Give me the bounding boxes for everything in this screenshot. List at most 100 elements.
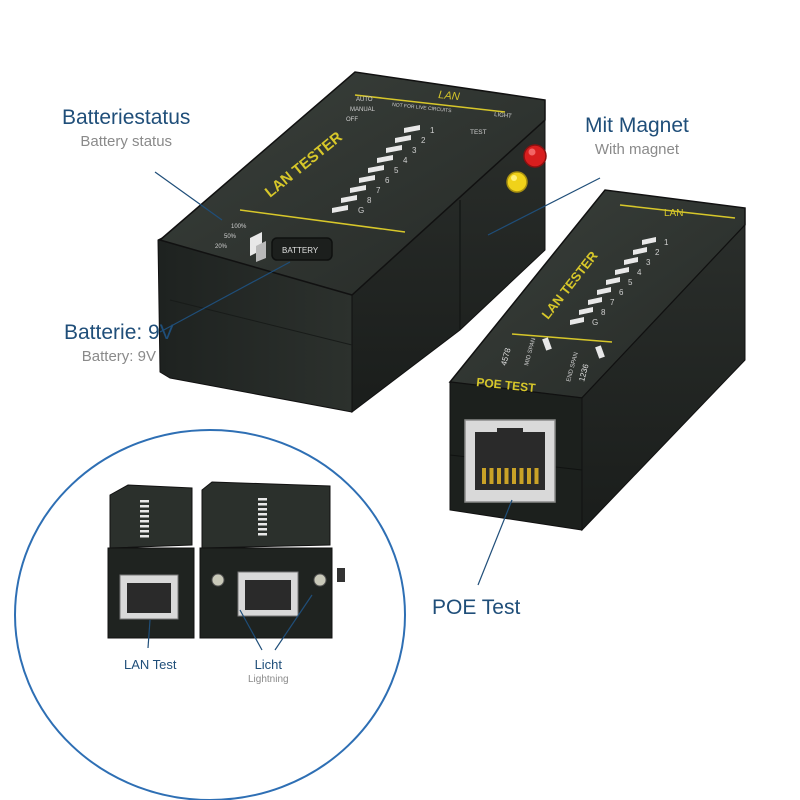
callout-battery: Batterie: 9V Battery: 9V [64, 320, 174, 368]
callout-lan-test-de: LAN Test [124, 657, 177, 672]
remote-led-label-7: 7 [610, 298, 615, 307]
inset-main-mini-led [258, 503, 267, 506]
inset-main-mini-led [258, 528, 267, 531]
mode-label-auto: AUTO [356, 97, 373, 103]
main-led-8 [341, 195, 357, 203]
inset-main-mini-led [258, 523, 267, 526]
main-led-2 [395, 135, 411, 143]
inset-remote-mini-led [140, 515, 149, 518]
callout-light-en: Lightning [248, 674, 289, 685]
inset-main-mini-led [258, 533, 267, 536]
main-tester-unit: LAN NOT FOR LIVE CIRCUITS LIGHT TEST AUT… [157, 71, 547, 414]
battery-level-100: 100% [231, 224, 247, 230]
remote-led-label-1: 1 [664, 238, 669, 247]
mode-label-off: OFF [346, 117, 358, 123]
poe-rj45-port[interactable] [464, 419, 556, 503]
main-led-label-5: 5 [394, 166, 399, 175]
battery-button-label: BATTERY [282, 246, 319, 255]
main-led-g [332, 205, 348, 213]
mode-label-manual: MANUAL [350, 107, 376, 113]
poe-port-pin [512, 468, 516, 484]
inset-remote-mini-led [140, 525, 149, 528]
poe-port-pin [504, 468, 509, 484]
remote-led-label-2: 2 [655, 248, 660, 257]
battery-button[interactable] [271, 237, 333, 261]
inset-main-mini-led [258, 498, 267, 501]
remote-led-g [570, 317, 584, 325]
inset-main-mini-led [258, 513, 267, 516]
inset-main-front [199, 547, 333, 639]
main-unit-header: LAN [438, 89, 461, 103]
inset-light-right [313, 573, 327, 587]
remote-led-label-6: 6 [619, 288, 624, 297]
inset-remote-unit [107, 484, 195, 639]
remote-led-label-4: 4 [637, 268, 642, 277]
callout-magnet: Mit Magnet With magnet [585, 113, 689, 161]
main-led-label-2: 2 [421, 136, 426, 145]
test-buttons [506, 144, 547, 193]
poe-port-pin [489, 468, 494, 484]
main-unit-light-label: LIGHT [494, 112, 513, 120]
remote-led-label-3: 3 [646, 258, 651, 267]
inset-remote-mini-led [140, 500, 149, 503]
remote-led-label-5: 5 [628, 278, 633, 287]
inset-remote-mini-led [140, 530, 149, 533]
callout-battery-de: Batterie: 9V [64, 321, 174, 344]
poe-port-pin [519, 468, 524, 484]
inset-remote-mini-led [140, 510, 149, 513]
inset-remote-mini-led [140, 535, 149, 538]
battery-level-50: 50% [224, 234, 237, 240]
remote-led-5 [606, 277, 620, 285]
inset-main-unit [199, 481, 345, 639]
main-unit-mode-labels: AUTO MANUAL OFF [346, 97, 376, 123]
remote-led-label-g: G [592, 318, 598, 327]
main-led-label-3: 3 [412, 146, 417, 155]
remote-led-2 [633, 247, 647, 255]
remote-led-4 [615, 267, 629, 275]
callout-battery-status: Batteriestatus Battery status [62, 105, 190, 153]
battery-level-20: 20% [215, 244, 228, 250]
main-led-1 [404, 125, 420, 133]
yellow-light-button[interactable] [506, 171, 528, 193]
callout-light-de: Licht [254, 657, 283, 672]
remote-led-6 [597, 287, 611, 295]
poe-port-pin [497, 468, 501, 484]
callout-light: Licht Lightning [248, 656, 289, 687]
main-led-3 [386, 145, 402, 153]
remote-unit-poe-label: POE TEST [476, 375, 537, 395]
remote-led-3 [624, 257, 638, 265]
remote-led-label-8: 8 [601, 308, 606, 317]
inset-remote-mini-led [140, 520, 149, 523]
inset-remote-mini-led [140, 505, 149, 508]
inset-main-mini-led [258, 508, 267, 511]
main-led-4 [377, 155, 393, 163]
callout-magnet-de: Mit Magnet [585, 114, 689, 137]
inset-detail [14, 429, 406, 800]
main-led-label-7: 7 [376, 186, 381, 195]
poe-port-pin [482, 468, 486, 484]
callout-lan-test: LAN Test [124, 656, 177, 673]
main-led-5 [368, 165, 384, 173]
remote-unit-header: LAN [664, 208, 683, 219]
remote-led-8 [579, 307, 593, 315]
callout-battery-en: Battery: 9V [81, 348, 156, 365]
main-led-label-1: 1 [430, 126, 435, 135]
main-led-label-6: 6 [385, 176, 390, 185]
callout-poe: POE Test [432, 595, 520, 621]
battery-led-50 [256, 241, 266, 262]
callout-magnet-en: With magnet [594, 141, 680, 158]
inset-main-mini-led [258, 518, 267, 521]
main-led-label-4: 4 [403, 156, 408, 165]
poe-port-pin [534, 468, 539, 484]
main-unit-test-label: TEST [470, 129, 487, 136]
main-led-label-g: G [358, 206, 364, 215]
remote-led-1 [642, 237, 656, 245]
red-test-button[interactable] [523, 144, 547, 168]
battery-indicator: 100% 50% 20% [215, 224, 266, 262]
callout-poe-de: POE Test [432, 596, 521, 619]
callout-battery-status-de: Batteriestatus [62, 106, 191, 129]
